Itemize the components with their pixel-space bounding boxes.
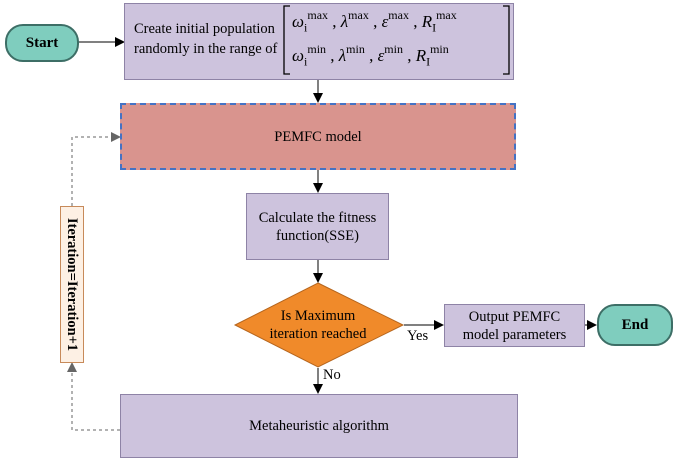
decision-line2: iteration reached	[269, 326, 367, 342]
decision-diamond	[233, 282, 405, 368]
arrow-iteration-to-model	[71, 132, 121, 206]
fitness-line1: Calculate the fitness	[258, 209, 377, 226]
range-max-row: ωimax , λmax , εmax , RImax	[292, 8, 457, 35]
fitness-box: Calculate the fitness function(SSE)	[246, 193, 389, 260]
decision-line1: Is Maximum	[280, 308, 356, 324]
init-population-box	[124, 3, 514, 80]
metaheuristic-box: Metaheuristic algorithm	[120, 394, 518, 458]
no-label: No	[323, 367, 341, 383]
start-node: Start	[5, 24, 79, 62]
init-population-line1: Create initial population	[134, 21, 275, 37]
end-node: End	[597, 304, 673, 346]
decision-text: Is Maximum iteration reached	[250, 305, 386, 345]
init-population-line2: randomly in the range of	[134, 41, 278, 57]
arrow-metaheuristic-to-iteration	[67, 362, 120, 431]
yes-label: Yes	[407, 328, 429, 344]
iteration-label: Iteration=Iteration+1	[64, 217, 81, 352]
start-label: Start	[25, 34, 59, 51]
metaheuristic-label: Metaheuristic algorithm	[249, 418, 389, 434]
pemfc-model-label: PEMFC model	[274, 128, 362, 145]
pemfc-model-box: PEMFC model	[120, 103, 516, 170]
iteration-box: Iteration=Iteration+1	[60, 206, 84, 363]
range-min-row: ωimin , λmin , εmin , RImin	[292, 42, 449, 69]
output-line1: Output PEMFC	[468, 308, 561, 325]
fitness-line2: function(SSE)	[276, 227, 359, 244]
output-line2: model parameters	[462, 326, 567, 343]
end-label: End	[621, 316, 649, 333]
output-box: Output PEMFC model parameters	[444, 304, 585, 347]
